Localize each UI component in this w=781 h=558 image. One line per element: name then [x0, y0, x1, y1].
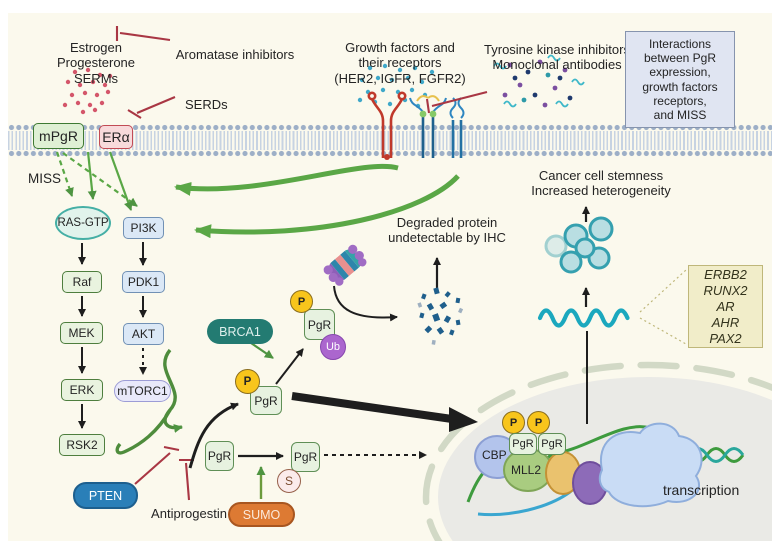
- ubiquitin-badge: Ub: [320, 334, 346, 360]
- mpgr-receptor: mPgR: [33, 123, 84, 149]
- serds-label: SERDs: [185, 97, 228, 112]
- pgr-ubiquitinated: PgR: [304, 309, 335, 340]
- miss-label: MISS: [28, 171, 62, 186]
- phospho-badge: P: [502, 411, 525, 434]
- gene-item: PAX2: [709, 330, 742, 346]
- pgr-flow-arrows: [188, 206, 590, 469]
- mll2-label: MLL2: [511, 463, 542, 477]
- pgr-nuclear: PgR: [538, 433, 566, 455]
- era-receptor: ERα: [99, 125, 133, 149]
- growth-factor-ligand-dots: [357, 63, 435, 109]
- gene-item: AHR: [711, 314, 740, 330]
- mrna-icon: [537, 308, 630, 328]
- her2-receptor-icon: [367, 91, 407, 160]
- kinase-convergence-squiggle: [115, 348, 183, 455]
- diagram-canvas: Estrogen Progesterone SERMs Aromatase in…: [8, 13, 772, 541]
- antiprogestin-label: Antiprogestin: [151, 506, 227, 521]
- igfr-receptor-icon: [409, 95, 447, 158]
- figure-title-box: Interactions between PgR expression, gro…: [625, 31, 735, 128]
- nuclear-envelope: [422, 361, 772, 541]
- proteasome-icon: [323, 244, 367, 286]
- phospho-badge: P: [290, 290, 313, 313]
- fgfr2-receptor-icon: [449, 97, 465, 158]
- diagram-artwork: [55, 26, 772, 541]
- gene-item: ERBB2: [704, 266, 747, 282]
- inhibition-lines: [115, 26, 488, 501]
- gene-callout-lines: [639, 269, 687, 345]
- transcription-label: transcription: [663, 482, 740, 498]
- receptor-crosstalk-arrows: [174, 163, 460, 239]
- serds-inhibition-line: [127, 96, 176, 119]
- sumo-s-badge: S: [277, 469, 301, 493]
- node-mek: MEK: [60, 322, 103, 344]
- cascade-arrows: [78, 242, 147, 429]
- rna-polymerase: [598, 422, 703, 508]
- pgr-phosphorylated: PgR: [250, 386, 282, 415]
- pten-inhibition-line: [134, 445, 180, 485]
- node-pdk1: PDK1: [122, 271, 165, 293]
- cbp-label: CBP: [482, 448, 507, 462]
- sumo-pill: SUMO: [228, 502, 295, 527]
- membrane-signal-arrows: [55, 151, 138, 211]
- phospho-badge: P: [527, 411, 550, 434]
- pgr-nuclear: PgR: [509, 433, 537, 455]
- node-raf: Raf: [62, 271, 102, 293]
- estrogen-ligands-label: Estrogen Progesterone SERMs: [56, 40, 136, 86]
- node-rsk2: RSK2: [59, 434, 105, 456]
- pgr-sumoylated: PgR: [291, 442, 320, 472]
- estrogen-ligand-dots: [62, 67, 113, 115]
- node-akt: AKT: [123, 323, 164, 345]
- stem-cells-icon: [544, 216, 614, 274]
- target-genes-box: ERBB2 RUNX2 AR AHR PAX2: [688, 265, 763, 348]
- aromatase-inhibition-line: [115, 26, 171, 42]
- pten-pill: PTEN: [73, 482, 138, 509]
- node-pi3k: PI3K: [123, 217, 164, 239]
- node-mtorc1: mTORC1: [114, 380, 171, 402]
- gene-item: AR: [716, 298, 735, 314]
- brca1-pill: BRCA1: [207, 319, 273, 344]
- tki-label: Tyrosine kinase inhibitors Monoclonal an…: [484, 42, 630, 73]
- tki-inhibition-line: [425, 90, 488, 114]
- tki-antibody-dots: [493, 54, 585, 108]
- degraded-protein-label: Degraded protein undetectable by IHC: [388, 215, 506, 246]
- phospho-badge: P: [235, 369, 260, 394]
- stemness-label: Cancer cell stemness Increased heterogen…: [531, 168, 671, 199]
- node-erk: ERK: [61, 379, 103, 401]
- pgr-unmodified: PgR: [205, 441, 234, 471]
- growth-factors-label: Growth factors and their receptors (HER2…: [334, 40, 466, 86]
- aromatase-inhibitors-label: Aromatase inhibitors: [175, 47, 295, 62]
- brca1-arrow: [250, 342, 274, 359]
- node-ras-gtp: RAS-GTP: [55, 206, 111, 240]
- protein-fragments-icon: [417, 287, 464, 345]
- nuclear-import-arrowhead: [449, 407, 478, 432]
- gene-item: RUNX2: [703, 282, 748, 298]
